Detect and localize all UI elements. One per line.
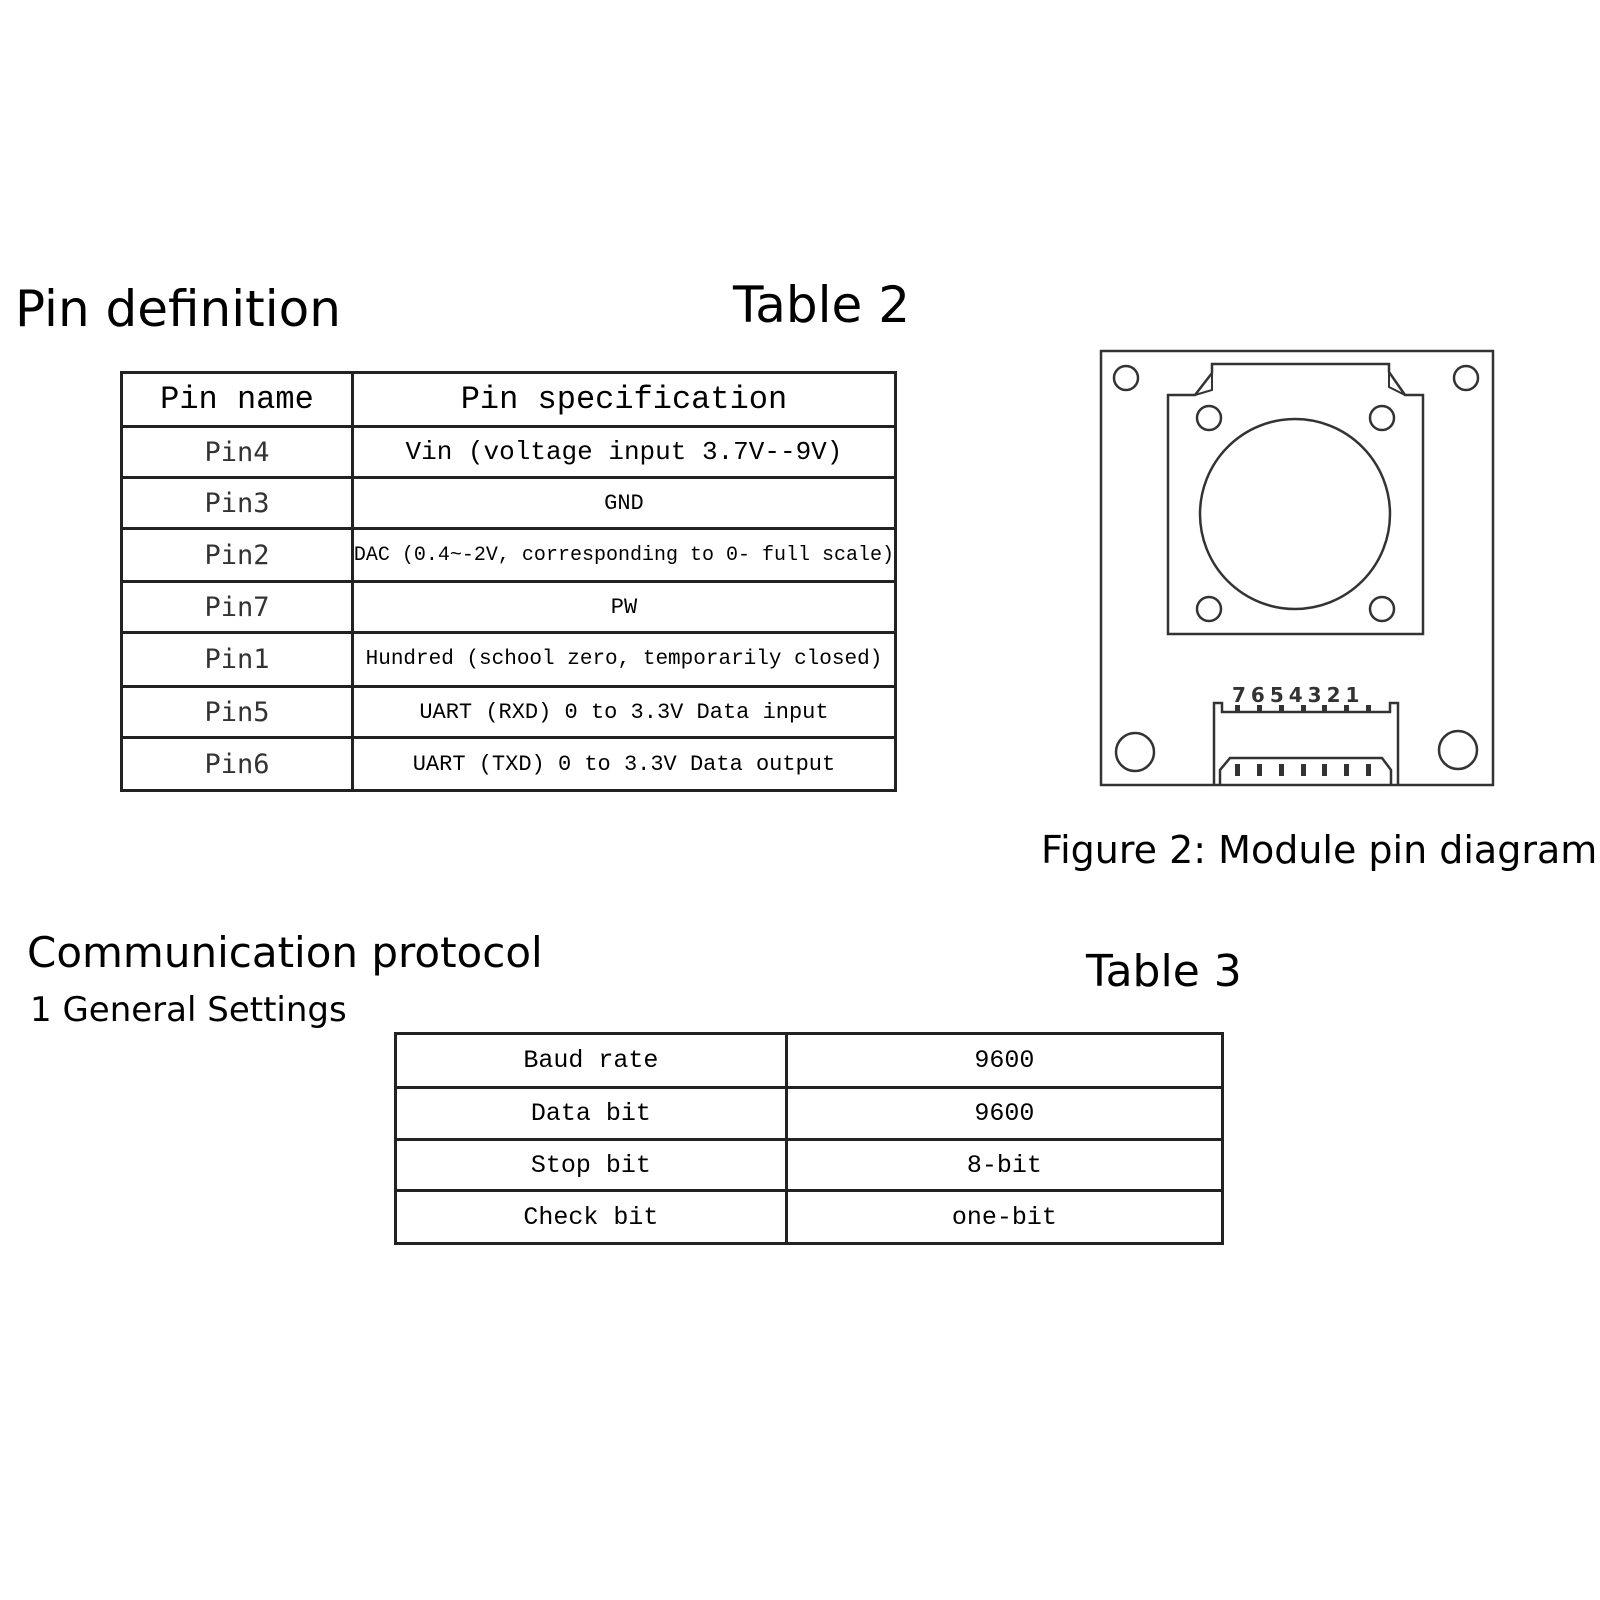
pin-name: Pin5 xyxy=(120,685,354,739)
setting-value: 9600 xyxy=(784,1032,1225,1089)
pin-spec: UART (TXD) 0 to 3.3V Data output xyxy=(350,736,898,792)
pin-name: Pin6 xyxy=(120,736,354,792)
setting-label: Data bit xyxy=(394,1086,788,1141)
communication-protocol-heading: Communication protocol xyxy=(27,928,543,977)
screw-hole-icon xyxy=(1368,404,1396,432)
screw-hole-icon xyxy=(1195,595,1223,623)
pin-spec: PW xyxy=(350,580,898,634)
pin-spec: Hundred (school zero, temporarily closed… xyxy=(350,631,898,688)
table-header-row: Pin name Pin specification xyxy=(120,371,898,428)
figure-caption: Figure 2: Module pin diagram xyxy=(1041,828,1598,872)
board-outline xyxy=(1099,349,1495,787)
setting-value: one-bit xyxy=(784,1189,1225,1245)
pin-name: Pin7 xyxy=(120,580,354,634)
mount-hole-icon xyxy=(1437,729,1479,771)
setting-value: 9600 xyxy=(784,1086,1225,1141)
general-settings-subheading: 1 General Settings xyxy=(30,990,347,1030)
sensor-window xyxy=(1198,417,1392,611)
header-pin-name: Pin name xyxy=(120,371,354,428)
table-3-title: Table 3 xyxy=(1086,946,1242,997)
mount-hole-icon xyxy=(1112,364,1140,392)
pin-spec: UART (RXD) 0 to 3.3V Data input xyxy=(350,685,898,739)
setting-label: Check bit xyxy=(394,1189,788,1245)
pin-definition-heading: Pin definition xyxy=(15,280,341,338)
pin-name: Pin2 xyxy=(120,527,354,583)
pin-name: Pin3 xyxy=(120,476,354,530)
mount-hole-icon xyxy=(1452,364,1480,392)
sensor-body xyxy=(1166,362,1425,636)
pin-spec: GND xyxy=(350,476,898,530)
screw-hole-icon xyxy=(1195,404,1223,432)
setting-label: Baud rate xyxy=(394,1032,788,1089)
pin-spec: DAC (0.4~-2V, corresponding to 0- full s… xyxy=(350,527,898,583)
table-2-title: Table 2 xyxy=(733,276,911,334)
module-pin-diagram: 7654321 xyxy=(1099,349,1495,787)
pin-name: Pin4 xyxy=(120,425,354,479)
mount-hole-icon xyxy=(1114,731,1156,773)
setting-value: 8-bit xyxy=(784,1138,1225,1192)
pin-number-labels: 7654321 xyxy=(1232,683,1364,707)
header-pin-spec: Pin specification xyxy=(350,371,898,428)
pin-spec: Vin (voltage input 3.7V--9V) xyxy=(350,425,898,479)
pin-name: Pin1 xyxy=(120,631,354,688)
setting-label: Stop bit xyxy=(394,1138,788,1192)
screw-hole-icon xyxy=(1368,595,1396,623)
